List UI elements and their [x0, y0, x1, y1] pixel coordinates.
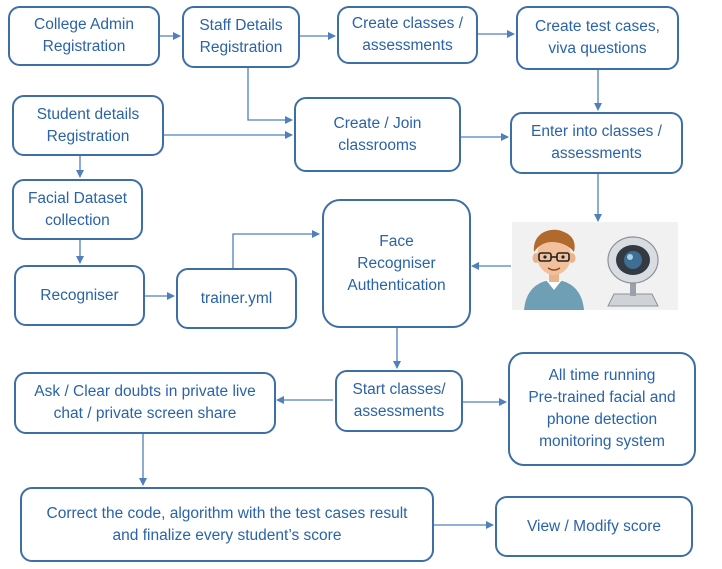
enter-into-classes-node: Enter into classes / assessments — [510, 112, 683, 174]
view-modify-score-node: View / Modify score — [495, 496, 693, 557]
student-details-registration-node: Student details Registration — [12, 95, 164, 156]
student-webcam-illustration — [512, 222, 678, 310]
college-admin-registration-node: College Admin Registration — [8, 6, 160, 66]
correct-code-finalize-score-node: Correct the code, algorithm with the tes… — [20, 487, 434, 562]
create-classes-node: Create classes / assessments — [337, 6, 478, 64]
student-avatar-icon — [524, 229, 584, 310]
webcam-icon — [607, 236, 659, 307]
create-test-cases-node: Create test cases, viva questions — [516, 6, 679, 70]
facial-dataset-collection-node: Facial Dataset collection — [12, 179, 143, 240]
staff-details-registration-node: Staff Details Registration — [182, 6, 300, 68]
recogniser-node: Recogniser — [14, 265, 145, 326]
arrow-staff-to-join — [247, 68, 293, 124]
start-classes-node: Start classes/ assessments — [335, 370, 463, 432]
trainer-yml-node: trainer.yml — [176, 268, 297, 329]
monitoring-system-node: All time running Pre-trained facial and … — [508, 352, 696, 466]
arrow-trainer-to-face — [232, 230, 320, 268]
face-recogniser-authentication-node: Face Recogniser Authentication — [322, 199, 471, 328]
create-join-classrooms-node: Create / Join classrooms — [294, 97, 461, 172]
ask-clear-doubts-node: Ask / Clear doubts in private live chat … — [14, 372, 276, 434]
